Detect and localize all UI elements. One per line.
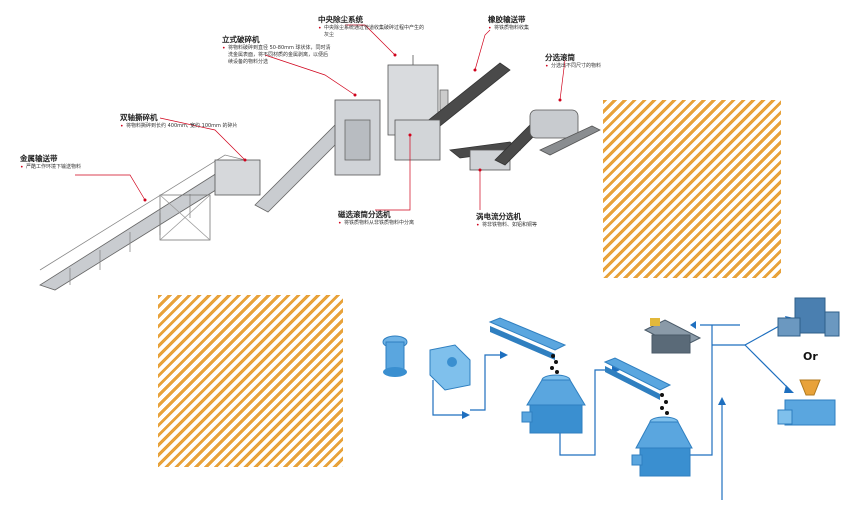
vibrating-feeder-2 [603,357,672,400]
support-frame [159,194,211,241]
vertical-crusher-desc: 将物料破碎到直径 50-80mm 球状体，同时清洗金属表面，将不同材质的金属剥离… [222,45,332,66]
plant-illustration [39,55,601,291]
jaw-crusher [429,344,471,391]
cone-crusher-2 [631,416,693,477]
magnetic-drum-desc: 将铁质物料从非铁质物料中分离 [338,220,448,227]
central-dust-title: 中央除尘系统 [318,15,363,24]
magnetic-drum-title: 磁选滚筒分选机 [338,210,391,219]
label-metal-conveyor: 金属输送带 严酷工作环境下输送物料 [20,153,130,171]
sorting-drum-desc: 分选出不同尺寸的物料 [545,63,620,70]
twin-shaft-shredder-title: 双轴撕碎机 [120,113,158,122]
falling-material-1 [550,354,559,374]
leader-dots [143,53,562,202]
label-vertical-crusher: 立式破碎机 将物料破碎到直径 50-80mm 球状体，同时清洗金属表面，将不同材… [222,34,332,66]
metal-conveyor-title: 金属输送带 [20,154,58,163]
magnetic-drum-separator [394,119,441,161]
sand-making-machine [777,297,840,337]
twin-shaft-shredder-desc: 将物料撕碎到长约 400mm, 宽约 100mm 的碎片 [120,123,270,130]
central-dust-desc: 中央除尘系统通过管道收集破碎过程中产生的灰尘 [318,25,428,39]
label-rubber-conveyor: 橡胶输送带 将铁质物料收集 [488,14,558,32]
eddy-current-title: 涡电流分选机 [476,212,521,221]
sand-washer [777,379,836,426]
feeder-machine [382,335,408,377]
label-sorting-drum: 分选滚筒 分选出不同尺寸的物料 [545,52,620,70]
vibrating-feeder-1 [488,317,567,360]
metal-conveyor-desc: 严酷工作环境下输送物料 [20,164,130,171]
hatched-area-right [603,100,781,278]
sorting-drum-title: 分选滚筒 [545,53,575,62]
flow-lines [432,319,791,500]
twin-shaft-shredder [214,159,261,196]
eddy-current-desc: 将非铁物料、如铝和铜等 [476,222,566,229]
vibrating-screen [643,318,702,354]
hatched-area-left [158,295,343,467]
label-eddy-current: 涡电流分选机 将非铁物料、如铝和铜等 [476,211,566,229]
rubber-conveyor-desc: 将铁质物料收集 [488,25,558,32]
label-central-dust: 中央除尘系统 中央除尘系统通过管道收集破碎过程中产生的灰尘 [318,14,428,39]
label-magnetic-drum: 磁选滚筒分选机 将铁质物料从非铁质物料中分离 [338,209,448,227]
label-twin-shaft-shredder: 双轴撕碎机 将物料撕碎到长约 400mm, 宽约 100mm 的碎片 [120,112,270,130]
vertical-crusher-title: 立式破碎机 [222,35,260,44]
cone-crusher-1 [521,374,586,434]
metal-conveyor-rail [39,154,246,271]
rubber-conveyor-title: 橡胶输送带 [488,15,526,24]
sorting-drum [529,109,579,139]
or-label: Or [803,350,818,363]
falling-material-2 [660,393,669,415]
